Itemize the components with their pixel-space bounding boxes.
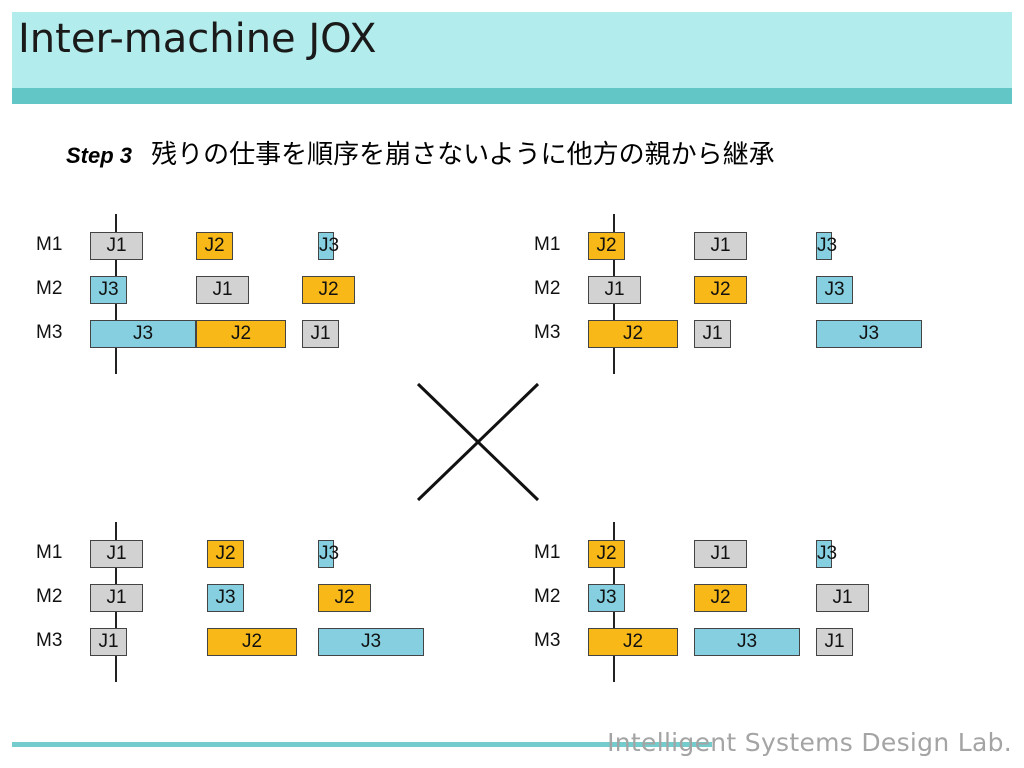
job-block-j3: J3 (588, 584, 625, 612)
machine-label: M3 (534, 322, 561, 343)
job-block-j1: J1 (816, 584, 869, 612)
job-block-j2: J2 (196, 232, 233, 260)
job-block-j2: J2 (588, 232, 625, 260)
job-block-j2: J2 (588, 628, 678, 656)
job-block-j2: J2 (694, 584, 747, 612)
machine-label: M2 (36, 586, 63, 607)
machine-label: M1 (534, 234, 561, 255)
job-block-j3: J3 (816, 276, 853, 304)
job-block-j3: J3 (318, 628, 424, 656)
crossover-icon (416, 382, 540, 502)
job-block-j1: J1 (694, 232, 747, 260)
job-block-j2: J2 (318, 584, 371, 612)
job-block-j1: J1 (90, 540, 143, 568)
job-block-j1: J1 (90, 584, 143, 612)
job-block-j2: J2 (588, 540, 625, 568)
job-block-j3: J3 (816, 320, 922, 348)
job-block-j3: J3 (318, 232, 339, 260)
job-block-j3: J3 (816, 540, 837, 568)
job-block-j3: J3 (90, 276, 127, 304)
job-block-j1: J1 (694, 320, 731, 348)
job-block-j1: J1 (694, 540, 747, 568)
job-block-j2: J2 (207, 540, 244, 568)
footer-lab-name: Intelligent Systems Design Lab. (607, 728, 1012, 757)
machine-label: M1 (534, 542, 561, 563)
job-block-j3: J3 (816, 232, 837, 260)
title-bar (12, 12, 1012, 88)
page-title: Inter-machine JOX (18, 16, 377, 62)
machine-label: M3 (36, 630, 63, 651)
job-block-j1: J1 (302, 320, 339, 348)
job-block-j1: J1 (90, 232, 143, 260)
job-block-j2: J2 (302, 276, 355, 304)
footer-rule (12, 742, 712, 747)
job-block-j2: J2 (588, 320, 678, 348)
machine-label: M1 (36, 542, 63, 563)
job-block-j3: J3 (90, 320, 196, 348)
machine-label: M3 (534, 630, 561, 651)
title-underline (12, 88, 1012, 104)
step-label: Step 3 (66, 143, 133, 168)
job-block-j3: J3 (318, 540, 339, 568)
job-block-j3: J3 (207, 584, 244, 612)
machine-label: M3 (36, 322, 63, 343)
job-block-j3: J3 (694, 628, 800, 656)
job-block-j1: J1 (196, 276, 249, 304)
job-block-j1: J1 (588, 276, 641, 304)
machine-label: M2 (534, 278, 561, 299)
machine-label: M2 (534, 586, 561, 607)
step-description: 残りの仕事を順序を崩さないように他方の親から継承 (151, 140, 775, 170)
machine-label: M1 (36, 234, 63, 255)
machine-label: M2 (36, 278, 63, 299)
job-block-j1: J1 (816, 628, 853, 656)
step-caption: Step 3 残りの仕事を順序を崩さないように他方の親から継承 (66, 134, 775, 171)
job-block-j2: J2 (694, 276, 747, 304)
job-block-j2: J2 (196, 320, 286, 348)
job-block-j1: J1 (90, 628, 127, 656)
job-block-j2: J2 (207, 628, 297, 656)
